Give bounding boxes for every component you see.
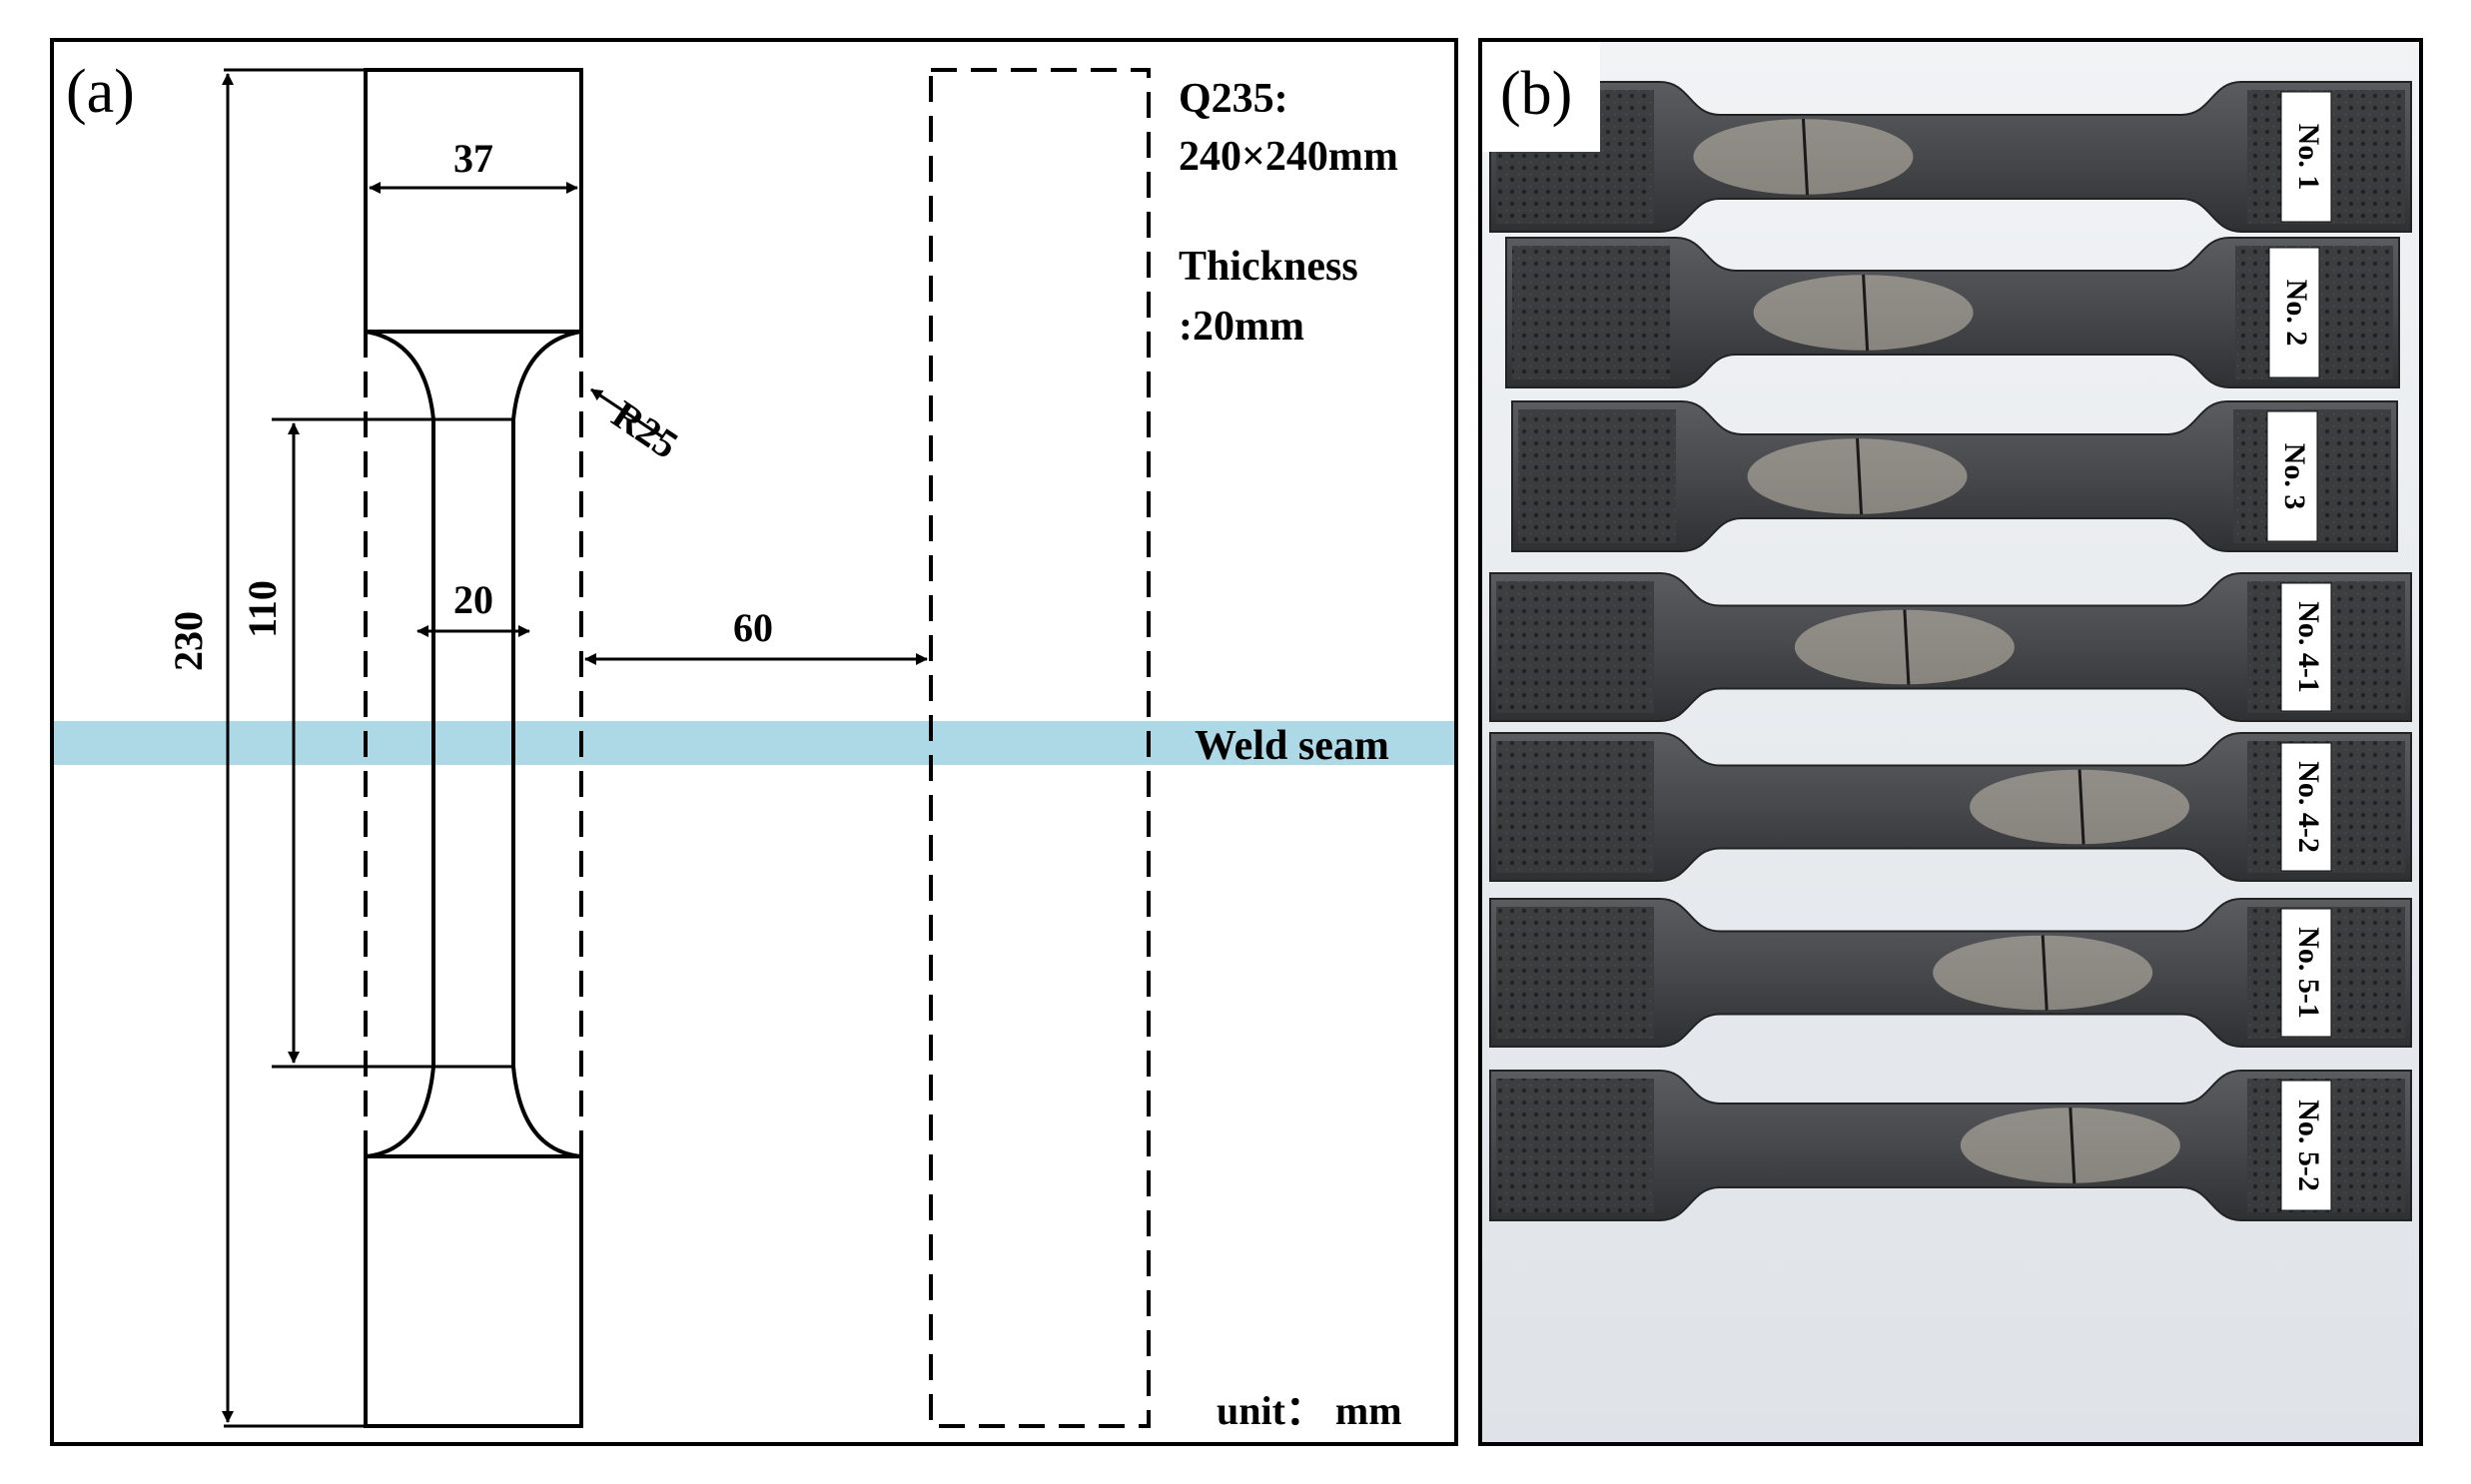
knurled-grip-left xyxy=(1518,409,1676,543)
weld-zone xyxy=(1753,275,1974,351)
dim-60-label: 60 xyxy=(733,605,773,650)
specimen-id-label: No. 1 xyxy=(2292,124,2325,191)
specimen-tag xyxy=(2280,742,2332,872)
fracture-line xyxy=(2077,769,2085,845)
specimen-tag xyxy=(2280,908,2332,1038)
fracture-line xyxy=(1801,118,1809,196)
dim-20-label: 20 xyxy=(453,577,493,622)
specimen-tag xyxy=(2280,582,2332,712)
thickness-line-2: :20mm xyxy=(1179,304,1304,350)
specimen-bar: No. 4-1 xyxy=(1489,572,2412,722)
material-line-2: 240×240mm xyxy=(1179,134,1398,180)
specimen-id-label: No. 2 xyxy=(2280,280,2313,347)
weld-zone xyxy=(1960,1108,2180,1183)
knurled-grip-left xyxy=(1512,246,1670,379)
specimen-id-label: No. 5-1 xyxy=(2292,927,2325,1019)
knurled-grip-left xyxy=(1496,907,1654,1039)
specimen-bar: No. 5-1 xyxy=(1489,898,2412,1048)
dim-110-label: 110 xyxy=(240,580,285,638)
specimen-body xyxy=(1489,1070,2412,1221)
specimen-body xyxy=(1489,732,2412,882)
specimen-bar: No. 3 xyxy=(1511,400,2398,552)
knurled-grip-left xyxy=(1496,1079,1654,1212)
fracture-line xyxy=(1903,609,1911,685)
specimen-drawing: 230 110 37 20 60 R25 (a) Q235: 240×240mm… xyxy=(54,58,1454,1433)
panel-b-label: (b) xyxy=(1500,60,1572,128)
fracture-line xyxy=(2041,935,2049,1011)
r25-leader xyxy=(590,387,664,439)
dim-230-label: 230 xyxy=(166,611,211,671)
specimen-id-label: No. 4-2 xyxy=(2292,761,2325,853)
specimen-tag xyxy=(2266,410,2318,542)
specimen-bar: No. 4-2 xyxy=(1489,732,2412,882)
specimen-outline xyxy=(364,68,583,1428)
weld-zone xyxy=(1933,935,2153,1011)
fracture-line xyxy=(2068,1107,2076,1184)
weld-seam-band xyxy=(54,721,1454,765)
weld-zone xyxy=(1747,438,1968,514)
specimen-bar: No. 2 xyxy=(1505,237,2400,388)
panel-b-label-box xyxy=(1482,42,1600,152)
weld-zone xyxy=(1794,609,2015,685)
fracture-line xyxy=(1856,437,1864,515)
specimen-id-label: No. 5-2 xyxy=(2292,1100,2325,1191)
specimen-photo: No. 1 No. 2 No. 3 No. 4-1No. 4-2No. 5-1No. … xyxy=(1482,42,2419,1442)
second-specimen-dashed xyxy=(929,68,1151,1428)
r25-label: R25 xyxy=(604,391,686,467)
specimen-id-label: No. 3 xyxy=(2278,443,2311,510)
panel-a-label: (a) xyxy=(66,58,135,126)
specimen-tag xyxy=(2268,247,2320,378)
specimen-tag xyxy=(2280,91,2332,223)
weld-zone xyxy=(1693,119,1914,195)
specimen-tag xyxy=(2280,1080,2332,1211)
knurled-grip-left xyxy=(1496,581,1654,713)
dim-37-label: 37 xyxy=(453,136,493,181)
specimen-bars: No. 1 No. 2 No. 3 No. 4-1No. 4-2No. 5-1No. … xyxy=(1489,81,2412,1221)
schematic-panel: 230 110 37 20 60 R25 (a) Q235: 240×240mm… xyxy=(50,38,1458,1446)
fracture-line xyxy=(1862,274,1870,352)
specimen-body xyxy=(1489,81,2412,233)
weld-zone xyxy=(1970,769,2190,845)
weld-seam-label: Weld seam xyxy=(1195,723,1389,769)
material-line-1: Q235: xyxy=(1179,76,1288,122)
specimen-bar: No. 5-2 xyxy=(1489,1070,2412,1221)
thickness-line-1: Thickness xyxy=(1179,244,1358,290)
unit-label: unit： mm xyxy=(1217,1388,1402,1433)
specimen-id-label: No. 4-1 xyxy=(2292,601,2325,693)
knurled-grip-left xyxy=(1496,741,1654,873)
